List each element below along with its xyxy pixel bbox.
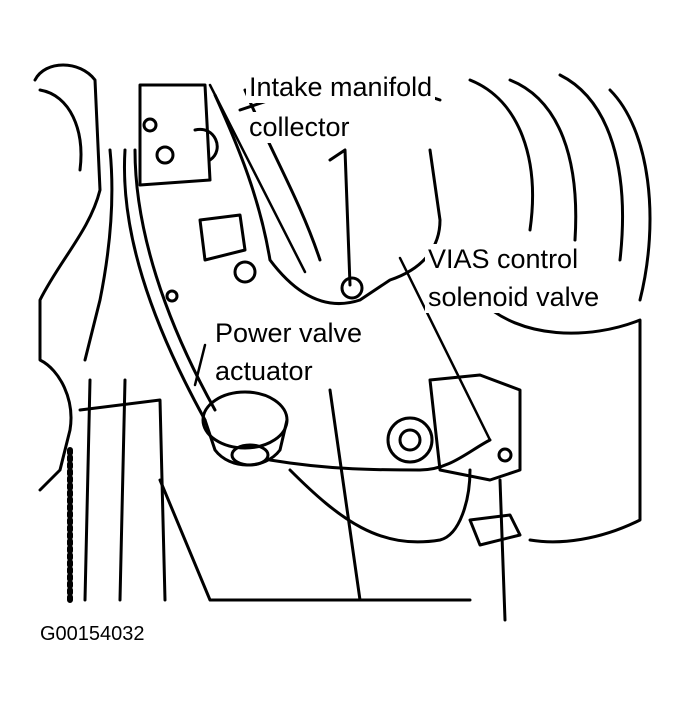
bracket-bolt: [155, 145, 175, 165]
collector-bolt-3: [165, 289, 179, 303]
solenoid-connector: [468, 513, 522, 547]
figure-code: G00154032: [40, 623, 145, 645]
upper-bracket: [138, 83, 212, 187]
runner-4: [608, 88, 652, 302]
solenoid-body: [428, 373, 522, 482]
intake-label-line2: collector: [246, 112, 353, 143]
solenoid-bracket: [498, 478, 507, 622]
bracket-boss: [193, 127, 219, 162]
runner-1: [468, 78, 534, 232]
collector-bolt-1: [233, 260, 257, 284]
leader-power: [193, 343, 207, 387]
right-head: [478, 298, 642, 544]
collector-bolt-2: [340, 276, 364, 300]
bracket-bolt-2: [142, 117, 158, 133]
timing-belt-right: [118, 378, 127, 602]
vias-label-line1: VIAS control: [425, 244, 582, 275]
actuator-stem: [230, 443, 270, 467]
left-block-outline: [33, 63, 102, 492]
leader-intake: [208, 83, 307, 274]
runner-3: [558, 73, 624, 262]
vacuum-hose-3: [83, 148, 114, 362]
vacuum-hose-1: [122, 148, 207, 422]
solenoid-bolt: [497, 447, 513, 463]
collector-rib: [328, 148, 352, 287]
power-label-line2: actuator: [212, 356, 316, 387]
lower-hose: [288, 468, 472, 544]
lower-block-2: [328, 388, 362, 602]
timing-belt-left: [83, 378, 92, 602]
collector-inner: [243, 88, 322, 262]
actuator-diaphragm: [201, 390, 289, 450]
vacuum-hose-2: [133, 148, 217, 412]
left-pulley-outline: [38, 88, 83, 172]
lower-block: [158, 478, 472, 602]
vias-label-line2: solenoid valve: [425, 282, 603, 313]
solenoid-port-inner: [398, 428, 422, 452]
collector-flange: [198, 213, 247, 262]
leader-vias: [398, 256, 492, 442]
runner-2: [508, 78, 578, 242]
power-label-line1: Power valve: [212, 318, 366, 349]
actuator-hose: [268, 438, 492, 472]
solenoid-port: [386, 416, 434, 464]
lower-case: [78, 398, 167, 602]
intake-label-line1: Intake manifold: [246, 72, 436, 103]
